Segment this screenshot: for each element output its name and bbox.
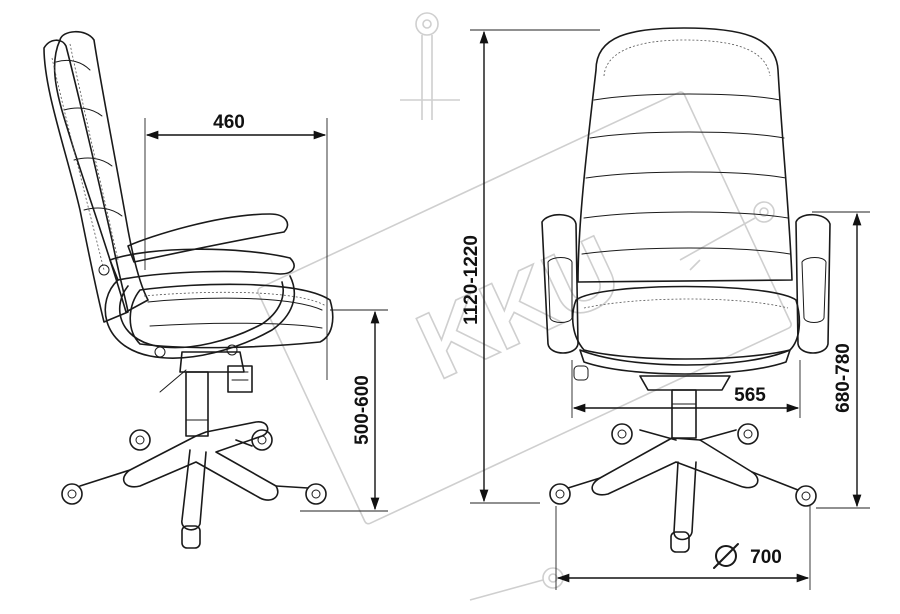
watermark: KKU: [257, 12, 792, 601]
caster: [251, 429, 273, 451]
dimension-base-diameter: 700: [555, 506, 811, 590]
seat-depth-label: 460: [213, 112, 245, 133]
caster: [129, 429, 151, 451]
diameter-symbol-icon: [713, 543, 739, 569]
watermark-key-icon: [679, 201, 775, 271]
armrest-height-label: 680-780: [833, 343, 854, 413]
watermark-lock-icon: [400, 12, 460, 120]
caster: [611, 423, 633, 445]
caster: [305, 483, 327, 505]
dimension-armrest-height: 680-780: [812, 211, 870, 509]
caster: [61, 483, 83, 505]
caster: [795, 485, 817, 507]
total-height-label: 1120-1220: [461, 235, 482, 325]
caster: [737, 423, 759, 445]
dimension-seat-width: 565: [571, 360, 801, 418]
chair-front-view: [541, 27, 831, 553]
seat-width-label: 565: [734, 385, 766, 406]
watermark-text: KKU: [402, 215, 636, 400]
watermark-pin-icon: [469, 567, 564, 601]
watermark-frame: [257, 91, 792, 525]
chair-side-view: [43, 30, 334, 549]
caster: [670, 531, 690, 553]
seat-height-label: 500-600: [352, 375, 373, 445]
dimension-seat-height: 500-600: [300, 309, 388, 512]
dimension-seat-depth: 460: [144, 112, 328, 380]
caster: [181, 525, 201, 549]
caster: [549, 483, 571, 505]
dimension-total-height: 1120-1220: [461, 29, 600, 504]
base-diameter-label: 700: [750, 547, 782, 568]
